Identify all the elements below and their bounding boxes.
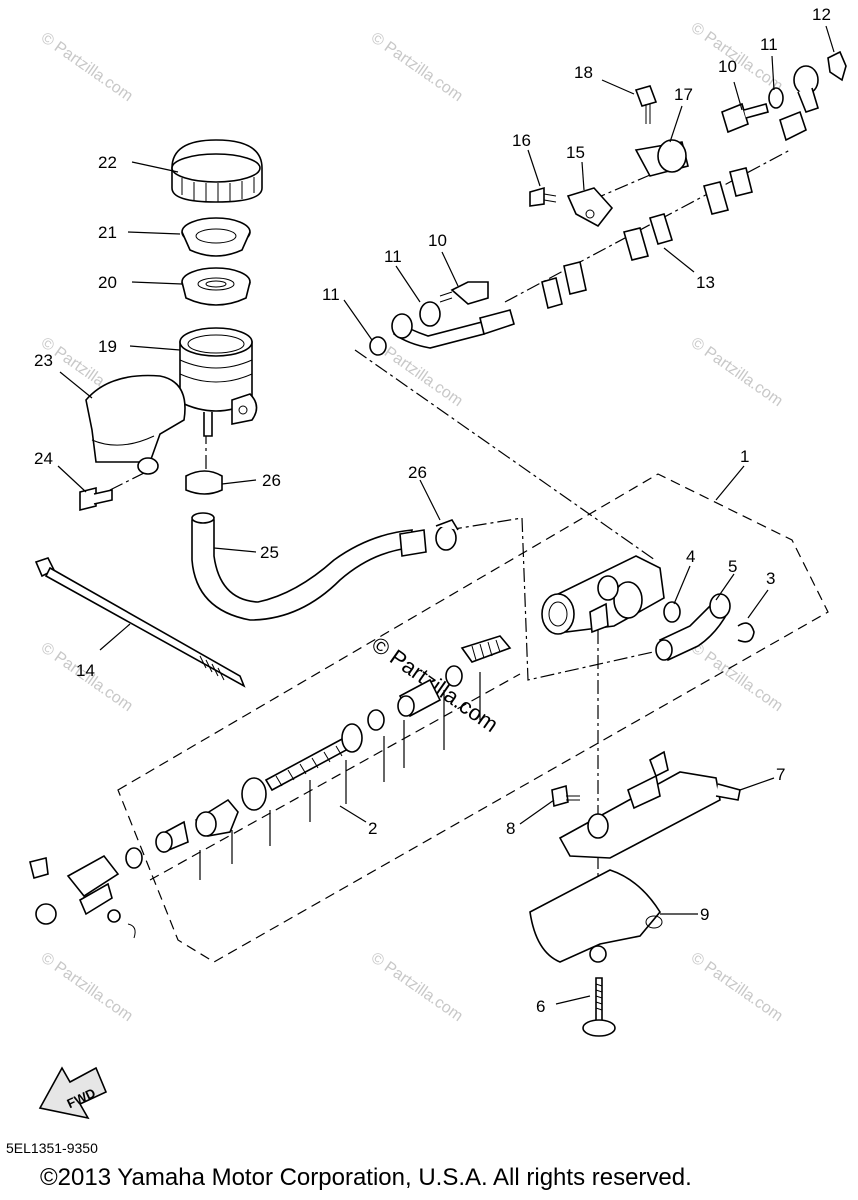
callout-5: 5 (728, 557, 737, 576)
bottom-bolt (582, 977, 616, 1037)
watermark: © Partzilla.com (38, 949, 136, 1025)
banjo-bolt-right (721, 102, 769, 134)
callout-10-right: 10 (718, 57, 737, 76)
callout-23: 23 (34, 351, 53, 370)
callout-21: 21 (98, 223, 117, 242)
cap-plate (181, 217, 251, 257)
bracket (558, 750, 741, 859)
hose-holder (634, 139, 689, 177)
washer-left-inner (419, 301, 441, 327)
callout-19: 19 (98, 337, 117, 356)
reservoir-cover (85, 374, 186, 475)
reservoir-cap (171, 139, 263, 203)
hose-guide (566, 187, 614, 228)
callout-16: 16 (512, 131, 531, 150)
banjo-bolt-left (439, 281, 489, 305)
callout-26-upper: 26 (262, 471, 281, 490)
master-cylinder-body (541, 555, 665, 635)
callout-26-lower: 26 (408, 463, 427, 482)
watermark: © Partzilla.com (368, 29, 466, 105)
callout-13: 13 (696, 273, 715, 292)
diaphragm (181, 267, 251, 306)
hose-clamp-lower (435, 519, 459, 551)
callout-11-right: 11 (760, 35, 778, 54)
hose-retainer-clip (827, 50, 847, 82)
reservoir-body (179, 327, 258, 437)
cover-plate (529, 869, 663, 963)
cable-tie (34, 557, 246, 688)
callout-10-left: 10 (428, 231, 447, 250)
hose-clamp-upper (185, 470, 223, 495)
hose-joint (655, 593, 731, 662)
callout-14: 14 (76, 661, 95, 680)
circlip (737, 622, 755, 643)
cover-bolt (79, 486, 113, 512)
centerlines (109, 149, 791, 958)
callout-15: 15 (566, 143, 585, 162)
callout-22: 22 (98, 153, 117, 172)
fwd-arrow: FWD (38, 1066, 108, 1120)
watermark: © Partzilla.com (688, 949, 786, 1025)
diagram-code: 5EL1351-9350 (6, 1140, 98, 1156)
callout-25: 25 (260, 543, 279, 562)
callout-7: 7 (776, 765, 785, 784)
callout-24: 24 (34, 449, 53, 468)
washer-left-outer (369, 336, 387, 356)
callout-11-inner: 11 (384, 247, 402, 266)
copyright-notice: ©2013 Yamaha Motor Corporation, U.S.A. A… (40, 1164, 692, 1191)
callout-3: 3 (766, 569, 775, 588)
holder-bolt (634, 85, 658, 124)
watermark: © Partzilla.com (38, 29, 136, 105)
callout-6: 6 (536, 997, 545, 1016)
callout-4: 4 (686, 547, 695, 566)
reservoir-hose (191, 512, 427, 621)
assembly-2-outline (149, 673, 521, 881)
callout-8: 8 (506, 819, 515, 838)
bracket-bolt (551, 784, 580, 808)
hose-guide-bolt (529, 186, 557, 207)
callout-1: 1 (740, 447, 749, 466)
assembly-1-outline (117, 473, 829, 963)
callout-12: 12 (812, 5, 831, 24)
watermark: © Partzilla.com (688, 334, 786, 410)
callout-20: 20 (98, 273, 117, 292)
callout-11-outer: 11 (322, 285, 340, 304)
push-rod-assembly (125, 635, 512, 869)
watermark: © Partzilla.com (688, 639, 786, 715)
leader-lines (57, 25, 835, 1005)
o-ring (663, 601, 681, 623)
callout-17: 17 (674, 85, 693, 104)
washer-right (768, 87, 784, 109)
clevis (29, 854, 136, 939)
callout-9: 9 (700, 905, 709, 924)
brake-hose (391, 65, 819, 349)
watermark: © Partzilla.com (368, 949, 466, 1025)
callout-18: 18 (574, 63, 593, 82)
callout-2: 2 (368, 819, 377, 838)
callout-labels: 1 2 3 4 5 6 7 8 9 10 10 11 11 11 12 13 1… (34, 5, 831, 1016)
